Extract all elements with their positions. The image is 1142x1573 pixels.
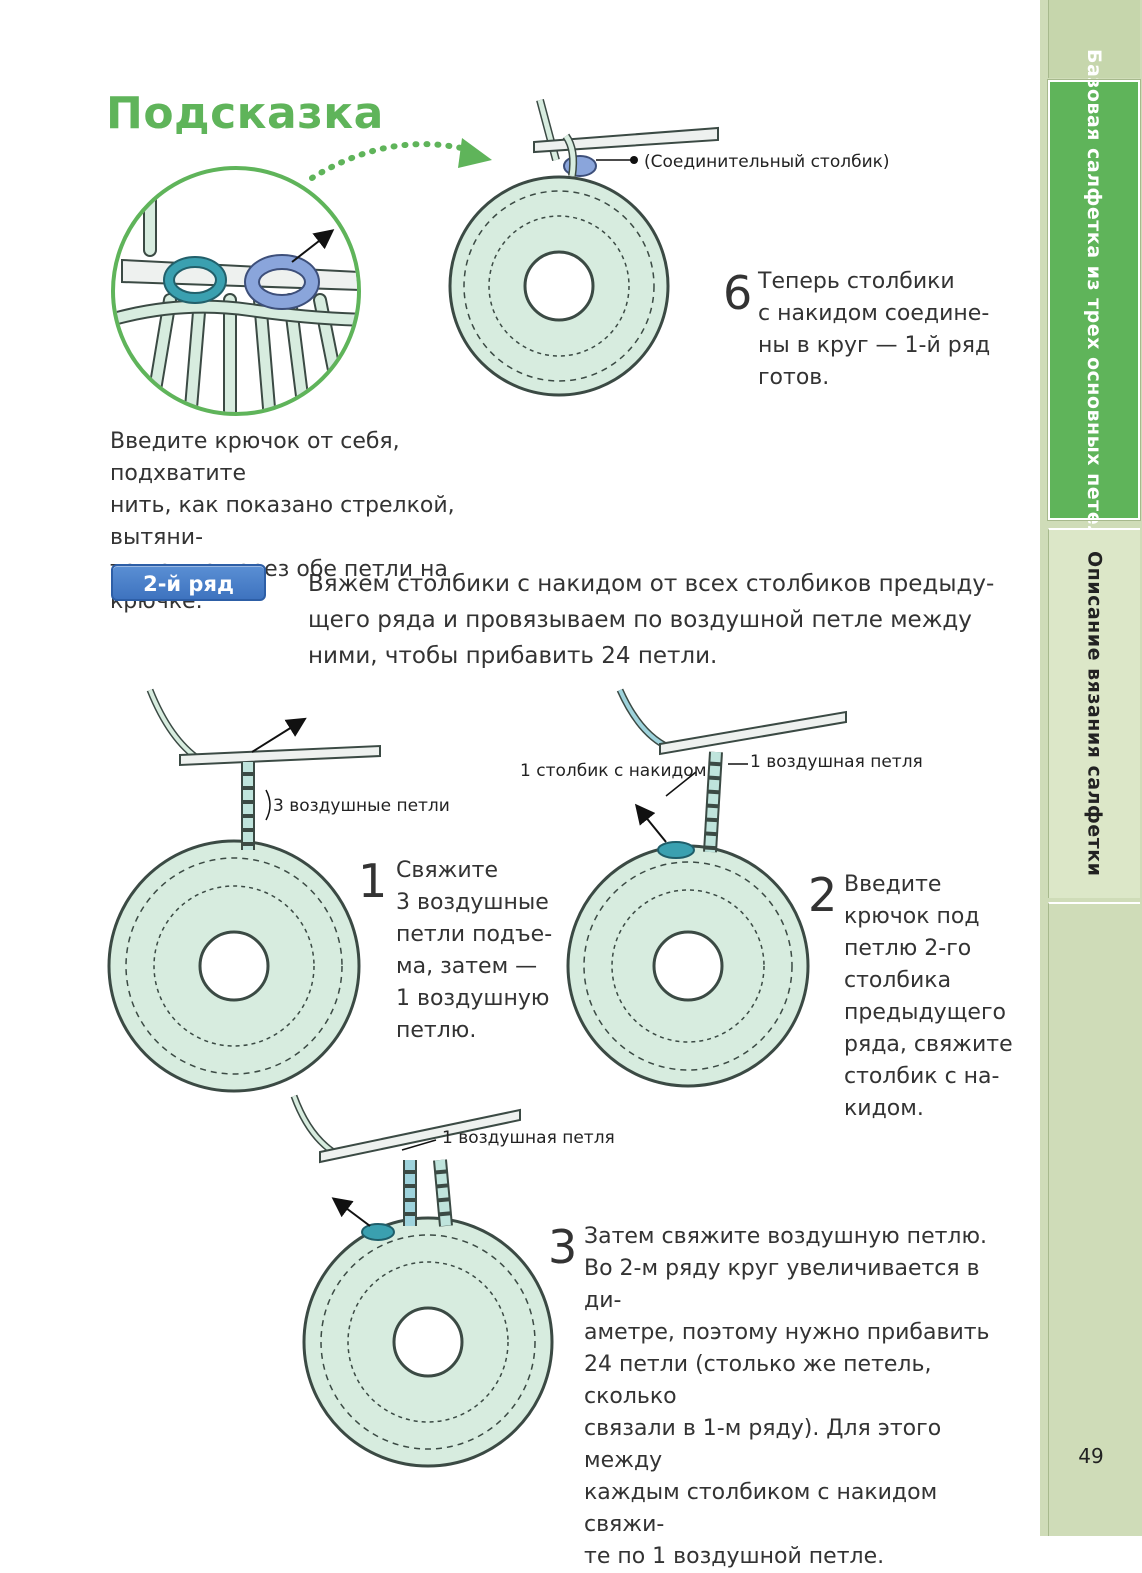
step1-label: 3 воздушные петли xyxy=(273,796,450,816)
sidebar-tab-doily-description[interactable]: Описание вязания салфетки xyxy=(1048,528,1140,898)
sidebar-tab-doily-description-label: Описание вязания салфетки xyxy=(1083,551,1106,877)
sidebar-tab-bottom[interactable] xyxy=(1048,902,1140,1536)
step3-text: Затем свяжите воздушную петлю. Во 2-м ря… xyxy=(584,1221,1024,1573)
chapter-sidebar: Базовая салфетка из трех основных петель… xyxy=(1040,0,1142,1536)
step1-text-line: петлю. xyxy=(396,1018,477,1043)
step6-label: (Соединительный столбик) xyxy=(644,152,890,172)
step3-text-line: 24 петли (столько же петель, сколько xyxy=(584,1352,932,1409)
step2-label-left: 1 столбик с накидом xyxy=(520,761,707,781)
dotted-arrow xyxy=(309,138,492,181)
step2-text: Введите крючок под петлю 2-го столбика п… xyxy=(844,869,1024,1125)
hint-title: Подсказка xyxy=(106,88,384,139)
step3-text-line: Во 2-м ряду круг увеличивается в ди- xyxy=(584,1256,980,1313)
hint-magnified-illustration xyxy=(111,166,361,416)
step2-text-line: предыдущего xyxy=(844,1000,1006,1025)
row2-intro-line: щего ряда и провязываем по воздушной пет… xyxy=(308,607,972,633)
illustrations xyxy=(107,98,847,1468)
step1-text-line: 3 воздушные xyxy=(396,890,549,915)
step3-text-line: те по 1 воздушной петле. xyxy=(584,1544,885,1569)
step6-text-line: с накидом соедине- xyxy=(758,301,990,326)
step6-text: Теперь столбики с накидом соедине- ны в … xyxy=(758,266,998,394)
row2-intro-line: ними, чтобы прибавить 24 петли. xyxy=(308,643,718,669)
step2-number: 2 xyxy=(808,868,838,922)
step1-number: 1 xyxy=(358,854,388,908)
step2-text-line: крючок под xyxy=(844,904,980,929)
step3-ring-illustration xyxy=(290,1094,554,1468)
step2-label-right: 1 воздушная петля xyxy=(750,752,923,772)
sidebar-tab-basic-doily-label: Базовая салфетка из трех основных петель xyxy=(1083,48,1105,552)
page-number: 49 xyxy=(1078,1444,1104,1468)
step3-text-line: каждым столбиком с накидом свяжи- xyxy=(584,1480,938,1537)
book-page: Подсказка Введите крючок от себя, подхва… xyxy=(106,0,1142,1569)
step6-text-line: ны в круг — 1-й ряд xyxy=(758,333,991,358)
hint-text-line: Введите крючок от себя, подхватите xyxy=(110,429,400,486)
step6-text-line: готов. xyxy=(758,365,830,390)
step1-text-line: петли подъе- xyxy=(396,922,553,947)
step1-text-line: ма, затем — xyxy=(396,954,538,979)
step2-text-line: Введите xyxy=(844,872,942,897)
step6-ring-illustration xyxy=(448,98,719,397)
step1-text-line: Свяжите xyxy=(396,858,499,883)
step3-text-line: связали в 1-м ряду). Для этого между xyxy=(584,1416,942,1473)
step1-text: Свяжите 3 воздушные петли подъе- ма, зат… xyxy=(396,855,566,1047)
hint-text-line: нить, как показано стрелкой, вытяни- xyxy=(110,493,455,550)
step3-text-line: Затем свяжите воздушную петлю. xyxy=(584,1224,987,1249)
step1-text-line: 1 воздушную xyxy=(396,986,550,1011)
sidebar-tab-basic-doily[interactable]: Базовая салфетка из трех основных петель xyxy=(1047,49,1141,552)
step2-text-line: кидом. xyxy=(844,1096,924,1121)
row2-intro: Вяжем столбики с накидом от всех столбик… xyxy=(308,566,1008,674)
step1-ring-illustration xyxy=(107,688,381,1093)
step2-text-line: столбик с на- xyxy=(844,1064,1000,1089)
row2-intro-line: Вяжем столбики с накидом от всех столбик… xyxy=(308,571,995,597)
step3-number: 3 xyxy=(548,1220,578,1274)
step6-number: 6 xyxy=(723,266,753,320)
step2-text-line: ряда, свяжите xyxy=(844,1032,1013,1057)
row2-badge: 2-й ряд xyxy=(111,564,266,601)
sidebar-tab-top[interactable] xyxy=(1048,0,1140,78)
step3-text-line: аметре, поэтому нужно прибавить xyxy=(584,1320,990,1345)
step3-label: 1 воздушная петля xyxy=(442,1128,615,1148)
step6-text-line: Теперь столбики xyxy=(758,269,955,294)
step2-text-line: столбика xyxy=(844,968,952,993)
step2-text-line: петлю 2-го xyxy=(844,936,972,961)
step2-ring-illustration xyxy=(566,688,847,1088)
